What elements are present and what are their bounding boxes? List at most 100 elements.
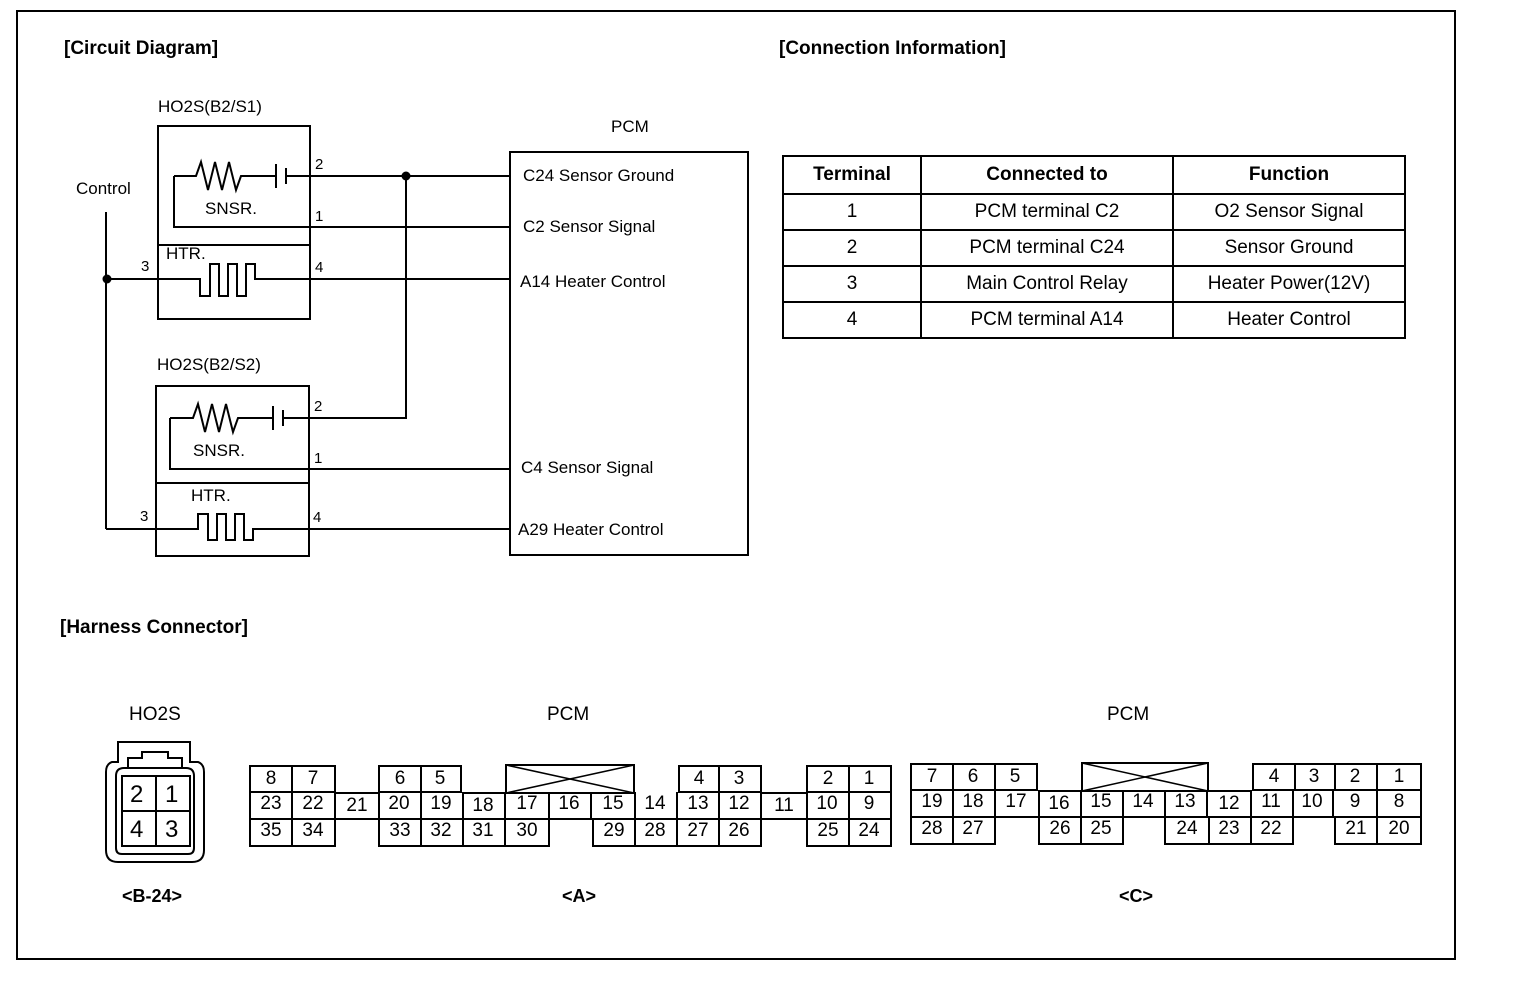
pcm-c-pin-cell: 25 — [1080, 817, 1124, 845]
ho2s-pin-2: 2 — [130, 781, 144, 808]
ho2s-connector-caption: <B-24> — [122, 886, 183, 906]
pcm-a-pin-cell: 7 — [292, 765, 336, 793]
pcm-c-pin-cell: 22 — [1250, 817, 1294, 845]
pcm-c-pin-cell: 23 — [1208, 817, 1252, 845]
pcm-c-pin-cell: 2 — [1334, 763, 1378, 791]
sensor1-pin-4: 4 — [315, 259, 324, 276]
pcm-pin-a14: A14 Heater Control — [520, 272, 666, 291]
pcm-a-pin-cell: 3 — [718, 765, 762, 793]
pcm-pin-c4: C4 Sensor Signal — [521, 458, 654, 477]
pcm-a-pin-cell: 29 — [592, 819, 636, 847]
pcm-a-pin-cell: 8 — [249, 765, 293, 793]
table-row: 1 PCM terminal C2 O2 Sensor Signal — [782, 193, 1406, 231]
pcm-c-pin-cell: 11 — [1250, 790, 1294, 818]
pcm-a-pin-cell: 6 — [378, 765, 422, 793]
pcm-a-pin-cell: 23 — [249, 792, 293, 820]
sensor1-box — [157, 125, 311, 320]
table-cell: Sensor Ground — [1172, 229, 1406, 267]
pcm-a-pin-cell: 30 — [506, 819, 550, 847]
pcm-a-pin-cell: 9 — [848, 792, 892, 820]
table-row: 4 PCM terminal A14 Heater Control — [782, 301, 1406, 339]
sensor2-htr-label: HTR. — [191, 486, 231, 505]
table-cell: Heater Control — [1172, 301, 1406, 339]
pcm-c-pin-cell: 8 — [1378, 790, 1422, 818]
header-function: Function — [1172, 155, 1406, 195]
pcm-a-pin-cell: 5 — [420, 765, 462, 793]
pcm-a-pin-cell: 14 — [634, 792, 678, 820]
pcm-a-pin-cell: 12 — [718, 792, 762, 820]
pcm-a-pin-cell: 32 — [420, 819, 464, 847]
pcm-a-pin-cell: 31 — [462, 819, 506, 847]
pcm-a-pin-cell: 17 — [506, 792, 550, 820]
pcm-a-pin-cell: 16 — [548, 792, 592, 820]
pcm-c-pin-cell: 17 — [994, 790, 1040, 818]
pcm-a-pin-cell: 21 — [336, 792, 380, 820]
table-cell: O2 Sensor Signal — [1172, 193, 1406, 231]
circuit-diagram-heading: [Circuit Diagram] — [64, 38, 219, 59]
pcm-a-pin-cell: 26 — [718, 819, 762, 847]
pcm-c-pin-cell: 26 — [1038, 817, 1082, 845]
pcm-a-pin-cell: 10 — [806, 792, 850, 820]
pcm-a-pin-cell: 34 — [292, 819, 336, 847]
pcm-a-pin-cell: 28 — [634, 819, 678, 847]
pcm-c-pin-cell: 19 — [910, 790, 954, 818]
pcm-c-pin-cell: 15 — [1080, 790, 1124, 818]
pcm-a-pin-cell: 22 — [292, 792, 336, 820]
harness-connector-heading: [Harness Connector] — [60, 617, 248, 638]
table-cell: Main Control Relay — [920, 265, 1174, 303]
pcm-a-pin-cell: 24 — [848, 819, 892, 847]
table-row: 2 PCM terminal C24 Sensor Ground — [782, 229, 1406, 267]
sensor2-pin-2: 2 — [314, 398, 323, 415]
pcm-c-pin-cell: 5 — [994, 763, 1038, 791]
pcm-c-pin-cell: 12 — [1208, 790, 1252, 818]
ground-junction-dot — [401, 171, 411, 181]
header-terminal: Terminal — [782, 155, 922, 195]
table-row: 3 Main Control Relay Heater Power(12V) — [782, 265, 1406, 303]
pcm-c-pin-cell: 4 — [1252, 763, 1296, 791]
control-label: Control — [76, 179, 131, 198]
pcm-a-pin-cell: 20 — [378, 792, 422, 820]
pcm-c-pin-cell: 28 — [910, 817, 954, 845]
sensor1-pin-1: 1 — [315, 208, 324, 225]
sensor2-snsr-label: SNSR. — [193, 441, 245, 460]
pcm-a-pin-cell: 2 — [806, 765, 850, 793]
sensor2-title: HO2S(B2/S2) — [157, 355, 261, 374]
ho2s-connector-title: HO2S — [129, 704, 181, 725]
pcm-a-connector-title: PCM — [547, 704, 590, 725]
pcm-a-connector-caption: <A> — [562, 886, 597, 906]
sensor2-pin-1: 1 — [314, 450, 323, 467]
pcm-pin-c24: C24 Sensor Ground — [523, 166, 675, 185]
sensor1-pin-3: 3 — [141, 258, 150, 275]
pcm-a-pin-cell: 1 — [848, 765, 892, 793]
table-cell: 2 — [782, 229, 922, 267]
table-header-row: Terminal Connected to Function — [782, 155, 1406, 195]
table-cell: PCM terminal C2 — [920, 193, 1174, 231]
header-connected-to: Connected to — [920, 155, 1174, 195]
pcm-title: PCM — [611, 117, 649, 136]
pcm-c-pin-cell: 14 — [1122, 790, 1166, 818]
pcm-c-connector-title: PCM — [1107, 704, 1150, 725]
pcm-c-connector-caption: <C> — [1119, 886, 1154, 906]
pcm-a-pin-cell: 11 — [762, 792, 808, 820]
sensor2-pin-4: 4 — [313, 509, 322, 526]
pcm-a-pin-cell: 35 — [249, 819, 293, 847]
control-junction-dot — [102, 274, 112, 284]
pcm-c-pin-cell: 21 — [1334, 817, 1378, 845]
table-cell: 3 — [782, 265, 922, 303]
table-cell: 1 — [782, 193, 922, 231]
ho2s-pin-1: 1 — [165, 781, 179, 808]
pcm-pin-a29: A29 Heater Control — [518, 520, 664, 539]
pcm-c-pin-cell: 7 — [910, 763, 954, 791]
pcm-a-pin-cell: 15 — [592, 792, 636, 820]
pcm-c-pin-cell: 9 — [1334, 790, 1378, 818]
pcm-c-pin-cell: 10 — [1292, 790, 1334, 818]
pcm-a-pin-cell: 19 — [420, 792, 464, 820]
pcm-c-pin-cell: 3 — [1294, 763, 1336, 791]
ho2s-pin-3: 3 — [165, 816, 179, 843]
pcm-pin-c2: C2 Sensor Signal — [523, 217, 656, 236]
pcm-a-pin-cell: 33 — [378, 819, 422, 847]
